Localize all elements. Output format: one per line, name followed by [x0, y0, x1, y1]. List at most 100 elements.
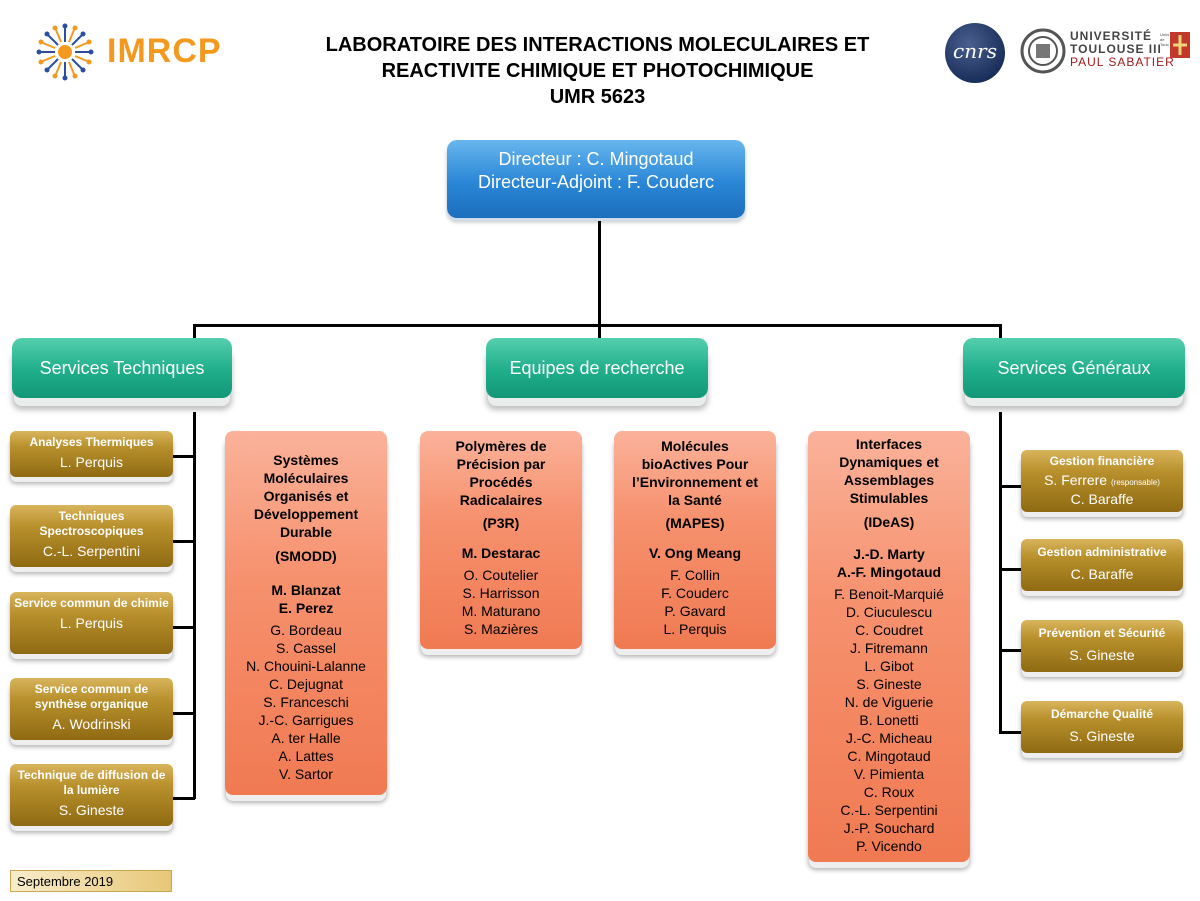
- team-member: M. Maturano: [461, 603, 541, 619]
- team-card-mapes: Molécules bioActives Pour l’Environnemen…: [614, 431, 776, 649]
- service-title: Prévention et Sécurité: [1038, 626, 1166, 640]
- connector-tick: [999, 731, 1021, 734]
- connector-tick: [999, 568, 1021, 571]
- connector-right-drop: [999, 324, 1002, 338]
- service-person: S. Gineste: [1069, 647, 1135, 663]
- section-services-generaux: Services Généraux: [963, 338, 1185, 398]
- connector-services-techniques-spine: [193, 412, 196, 799]
- service-person: S. Gineste: [58, 802, 125, 818]
- team-member: P. Gavard: [664, 603, 726, 619]
- service-person: C.-L. Serpentini: [42, 543, 141, 559]
- team-member: S. Franceschi: [263, 694, 349, 710]
- team-member: S. Gineste: [856, 676, 922, 692]
- connector-tick: [173, 712, 195, 715]
- team-title-line: Dynamiques et: [839, 454, 939, 470]
- team-member: C. Dejugnat: [269, 676, 343, 692]
- connector-left-drop: [193, 324, 196, 338]
- team-acronym: (P3R): [482, 515, 520, 531]
- connector-services-generaux-spine: [999, 412, 1002, 734]
- team-lead: M. Destarac: [461, 545, 541, 561]
- service-person: A. Wodrinski: [52, 716, 131, 732]
- university-line2: TOULOUSE III: [1070, 42, 1162, 56]
- team-lead: A.-F. Mingotaud: [836, 564, 942, 580]
- team-member: S. Harrisson: [462, 585, 540, 601]
- team-title-line: Précision par: [456, 456, 546, 472]
- service-card: Prévention et Sécurité S. Gineste: [1021, 620, 1183, 672]
- cnrs-logo-icon: [945, 23, 1005, 83]
- service-card: Démarche Qualité S. Gineste: [1021, 701, 1183, 753]
- service-card: Service commun de synthèse organique A. …: [10, 678, 173, 740]
- team-member: J.-C. Garrigues: [258, 712, 354, 728]
- service-person-note: (responsable): [1110, 478, 1160, 487]
- team-member: P. Vicendo: [856, 838, 922, 854]
- service-person: L. Perquis: [59, 454, 124, 470]
- team-title-line: Développement: [253, 506, 359, 522]
- service-title: Techniques Spectroscopiques: [39, 509, 144, 538]
- university-logo: UNIVERSITÉ TOULOUSE III PAUL SABATIER Un…: [1020, 26, 1190, 82]
- team-title-line: l’Environnement et: [631, 474, 759, 490]
- section-services-techniques: Services Techniques: [12, 338, 232, 398]
- team-title-line: la Santé: [668, 492, 722, 508]
- team-acronym: (IDeAS): [863, 514, 915, 530]
- team-member: A. Lattes: [278, 748, 334, 764]
- title-line: UMR 5623: [549, 86, 646, 108]
- imrcp-logo: IMRCP: [35, 22, 235, 82]
- team-title-line: Stimulables: [849, 490, 929, 506]
- deputy-director-line: Directeur-Adjoint : F. Couderc: [477, 172, 715, 192]
- team-acronym: (MAPES): [665, 515, 725, 531]
- service-title: Analyses Thermiques: [29, 435, 154, 449]
- direction-box: Directeur : C. Mingotaud Directeur-Adjoi…: [447, 140, 745, 218]
- team-member: F. Couderc: [661, 585, 729, 601]
- service-person: S. Gineste: [1069, 728, 1135, 744]
- service-person: L. Perquis: [59, 615, 124, 631]
- team-member: V. Sartor: [279, 766, 333, 782]
- service-card: Service commun de chimie L. Perquis: [10, 592, 173, 654]
- team-member: J. Fitremann: [850, 640, 928, 656]
- team-title-line: Procédés: [469, 474, 533, 490]
- service-card: Analyses Thermiques L. Perquis: [10, 431, 173, 477]
- team-title-line: Radicalaires: [459, 492, 543, 508]
- title-line: LABORATOIRE DES INTERACTIONS MOLECULAIRE…: [325, 34, 870, 56]
- connector-horizontal: [193, 324, 1002, 327]
- team-title-line: Organisés et: [263, 488, 349, 504]
- team-card-smodd: Systèmes Moléculaires Organisés et Dével…: [225, 431, 387, 795]
- service-card: Gestion financière S. Ferrere (responsab…: [1021, 450, 1183, 512]
- team-member: N. Chouini-Lalanne: [246, 658, 366, 674]
- team-member: J.-C. Micheau: [845, 730, 933, 746]
- date-label: Septembre 2019: [10, 870, 172, 892]
- connector-tick: [173, 626, 195, 629]
- team-title-line: Assemblages: [843, 472, 935, 488]
- team-title-line: Durable: [279, 524, 333, 540]
- service-title: Gestion administrative: [1037, 545, 1167, 559]
- connector-tick: [173, 797, 195, 800]
- team-member: D. Ciuculescu: [845, 604, 933, 620]
- team-card-p3r: Polymères de Précision par Procédés Radi…: [420, 431, 582, 649]
- team-title-line: Systèmes: [273, 452, 339, 468]
- service-title: Technique de diffusion de la lumière: [17, 768, 166, 797]
- director-line: Directeur : C. Mingotaud: [498, 149, 694, 169]
- imrcp-sunburst-icon: [36, 23, 94, 81]
- title-line: REACTIVITE CHIMIQUE ET PHOTOCHIMIQUE: [381, 60, 814, 82]
- section-equipes-de-recherche: Equipes de recherche: [486, 338, 708, 398]
- university-side-text: Université de Toulouse: [1160, 32, 1169, 47]
- university-line1: UNIVERSITÉ: [1070, 29, 1153, 43]
- team-lead: J.-D. Marty: [853, 546, 925, 562]
- team-member: F. Collin: [670, 567, 720, 583]
- team-title-line: Polymères de: [455, 438, 547, 454]
- team-member: F. Benoit-Marquié: [834, 586, 944, 602]
- team-member: J.-P. Souchard: [843, 820, 935, 836]
- cnrs-logo: cnrs: [944, 22, 1006, 84]
- team-lead: E. Perez: [278, 600, 334, 616]
- team-title-line: Molécules: [661, 438, 729, 454]
- university-seal-icon: [1020, 28, 1066, 74]
- service-person: C. Baraffe: [1070, 566, 1134, 582]
- connector-tick: [999, 485, 1021, 488]
- connector-tick: [999, 649, 1021, 652]
- service-title: Service commun de chimie: [14, 596, 169, 610]
- connector-tick: [173, 540, 195, 543]
- team-card-ideas: Interfaces Dynamiques et Assemblages Sti…: [808, 431, 970, 862]
- service-title: Gestion financière: [1049, 454, 1155, 468]
- university-line3: PAUL SABATIER: [1070, 55, 1175, 69]
- connector-tick: [173, 455, 195, 458]
- team-member: B. Lonetti: [859, 712, 919, 728]
